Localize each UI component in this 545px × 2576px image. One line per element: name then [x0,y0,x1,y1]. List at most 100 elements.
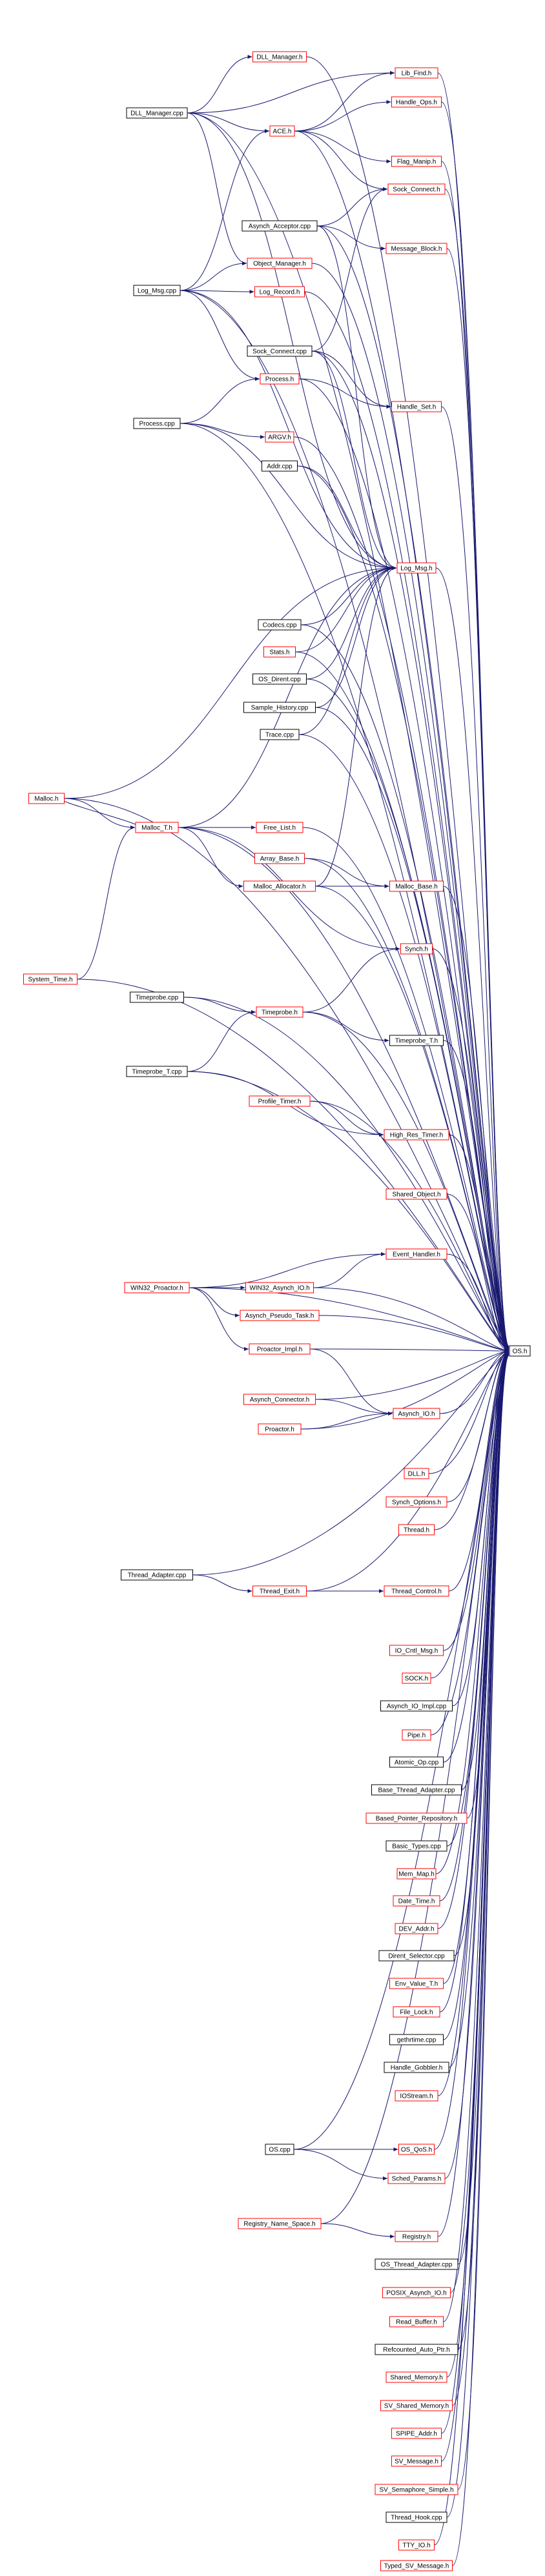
node-log-record-h[interactable]: Log_Record.h [254,286,305,298]
node-proactor-h[interactable]: Proactor.h [258,1423,302,1435]
node-sock-connect-cpp[interactable]: Sock_Connect.cpp [247,345,313,357]
edge-malloc-h-to-log-msg-h [64,566,397,799]
node-pipe-h[interactable]: Pipe.h [402,1729,431,1741]
node-flag-manip-h[interactable]: Flag_Manip.h [391,156,442,167]
node-event-handler-h[interactable]: Event_Handler.h [386,1248,447,1260]
node-label: Trace.cpp [265,732,294,739]
node-shared-memory-h[interactable]: Shared_Memory.h [386,2371,447,2383]
node-proactor-impl-h[interactable]: Proactor_Impl.h [249,1343,311,1355]
node-handle-gobbler-h[interactable]: Handle_Gobbler.h [384,2062,449,2073]
node-spipe-addr-h[interactable]: SPIPE_Addr.h [391,2428,442,2439]
node-ace-h[interactable]: ACE.h [269,125,295,137]
node-asynch-pseudo-task-h[interactable]: Asynch_Pseudo_Task.h [240,1310,320,1321]
node-refcounted-auto-ptr-h[interactable]: Refcounted_Auto_Ptr.h [375,2344,458,2355]
node-sock-connect-h[interactable]: Sock_Connect.h [387,183,446,195]
node-log-msg-h[interactable]: Log_Msg.h [396,562,437,574]
node-basic-types-cpp[interactable]: Basic_Types.cpp [386,1840,447,1852]
node-thread-h[interactable]: Thread.h [398,1524,435,1536]
node-sample-history-cpp[interactable]: Sample_History.cpp [243,702,316,713]
node-log-msg-cpp[interactable]: Log_Msg.cpp [133,285,181,296]
node-os-dirent-cpp[interactable]: OS_Dirent.cpp [252,673,307,685]
node-os-qos-h[interactable]: OS_QoS.h [398,2144,435,2155]
node-asynch-io-h[interactable]: Asynch_IO.h [393,1408,440,1419]
node-atomic-op-cpp[interactable]: Atomic_Op.cpp [389,1756,444,1768]
node-malloc-base-h[interactable]: Malloc_Base.h [389,880,444,892]
node-box [269,125,295,137]
node-registry-name-space-h[interactable]: Registry_Name_Space.h [238,2218,322,2229]
node-based-pointer-repository-h[interactable]: Based_Pointer_Repository.h [365,1812,468,1824]
node-handle-set-h[interactable]: Handle_Set.h [391,401,442,412]
node-os-cpp[interactable]: OS.cpp [265,2144,294,2155]
node-array-base-h[interactable]: Array_Base.h [254,853,305,864]
edge-thread-adapter-cpp-to-thread-exit-h [192,1574,252,1593]
node-root-os-h[interactable]: OS.h [509,1345,531,1357]
node-handle-ops-h[interactable]: Handle_Ops.h [391,96,442,108]
node-label: Sock_Connect.h [393,187,440,194]
node-process-h[interactable]: Process.h [260,373,300,385]
node-thread-exit-h[interactable]: Thread_Exit.h [252,1585,307,1597]
node-dirent-selector-cpp[interactable]: Dirent_Selector.cpp [378,1950,455,1962]
node-tty-io-h[interactable]: TTY_IO.h [398,2539,435,2551]
node-posix-asynch-io-h[interactable]: POSIX_Asynch_IO.h [382,2287,451,2298]
node-system-time-h[interactable]: System_Time.h [23,973,77,985]
node-thread-control-h[interactable]: Thread_Control.h [384,1585,449,1597]
node-sock-h[interactable]: SOCK.h [402,1672,431,1684]
node-malloc-t-h[interactable]: Malloc_T.h [135,822,179,833]
node-box [256,822,303,833]
node-synch-h[interactable]: Synch.h [400,943,433,955]
node-base-thread-adapter-cpp[interactable]: Base_Thread_Adapter.cpp [371,1784,462,1796]
node-sv-semaphore-simple-h[interactable]: SV_Semaphore_Simple.h [375,2484,458,2495]
node-process-cpp[interactable]: Process.cpp [133,418,181,429]
node-dll-manager-h[interactable]: DLL_Manager.h [252,51,307,63]
node-malloc-h[interactable]: Malloc.h [28,793,65,804]
node-message-block-h[interactable]: Message_Block.h [386,243,447,254]
node-file-lock-h[interactable]: File_Lock.h [393,2006,440,2018]
node-dll-manager-cpp[interactable]: DLL_Manager.cpp [126,107,188,119]
node-timeprobe-h[interactable]: Timeprobe.h [256,1006,303,1018]
node-gethrtime-cpp[interactable]: gethrtime.cpp [389,2034,444,2045]
node-asynch-acceptor-cpp[interactable]: Asynch_Acceptor.cpp [242,220,318,232]
node-timeprobe-cpp[interactable]: Timeprobe.cpp [130,991,184,1003]
node-thread-hook-cpp[interactable]: Thread_Hook.cpp [386,2511,447,2523]
node-asynch-io-impl-cpp[interactable]: Asynch_IO_Impl.cpp [380,1700,453,1712]
node-object-manager-h[interactable]: Object_Manager.h [247,258,313,269]
node-malloc-allocator-h[interactable]: Malloc_Allocator.h [243,880,316,892]
node-sv-message-h[interactable]: SV_Message.h [391,2455,442,2467]
node-synch-options-h[interactable]: Synch_Options.h [386,1496,447,1508]
node-date-time-h[interactable]: Date_Time.h [393,1895,440,1907]
node-env-value-t-h[interactable]: Env_Value_T.h [389,1978,444,1989]
edge-timeprobe-t-cpp-to-timeprobe-h [187,1010,256,1072]
node-dll-h[interactable]: DLL.h [404,1468,429,1479]
node-registry-h[interactable]: Registry.h [395,2231,438,2242]
node-win32-asynch-io-h[interactable]: WIN32_Asynch_IO.h [245,1282,314,1293]
node-free-list-h[interactable]: Free_List.h [256,822,303,833]
edge-log-msg-h-to-os-h [435,567,509,1350]
node-io-cntl-msg-h[interactable]: IO_Cntl_Msg.h [389,1645,444,1656]
node-trace-cpp[interactable]: Trace.cpp [260,729,300,740]
node-box [396,562,437,574]
node-sched-params-h[interactable]: Sched_Params.h [387,2173,446,2184]
node-codecs-cpp[interactable]: Codecs.cpp [258,619,302,631]
node-label: ARGV.h [268,434,291,441]
node-read-buffer-h[interactable]: Read_Buffer.h [389,2316,444,2328]
node-argv-h[interactable]: ARGV.h [265,431,294,443]
node-high-res-timer-h[interactable]: High_Res_Timer.h [384,1129,449,1141]
node-iostream-h[interactable]: IOStream.h [395,2090,438,2102]
node-timeprobe-t-cpp[interactable]: Timeprobe_T.cpp [126,1066,188,1077]
node-stats-h[interactable]: Stats.h [263,646,296,658]
node-lib-find-h[interactable]: Lib_Find.h [395,67,438,79]
node-os-thread-adapter-cpp[interactable]: OS_Thread_Adapter.cpp [375,2258,458,2270]
node-timeprobe-t-h[interactable]: Timeprobe_T.h [389,1035,444,1046]
node-typed-sv-message-h[interactable]: Typed_SV_Message.h [380,2560,453,2571]
node-mem-map-h[interactable]: Mem_Map.h [396,1868,437,1880]
edge-os-cpp-to-os-h [293,1352,509,2150]
node-shared-object-h[interactable]: Shared_Object.h [386,1188,447,1200]
node-dev-addr-h[interactable]: DEV_Addr.h [395,1923,438,1934]
node-label: Registry_Name_Space.h [243,2221,315,2228]
node-win32-proactor-h[interactable]: WIN32_Proactor.h [124,1282,190,1293]
node-sv-shared-memory-h[interactable]: SV_Shared_Memory.h [380,2400,453,2411]
node-profile-timer-h[interactable]: Profile_Timer.h [249,1095,311,1107]
node-thread-adapter-cpp[interactable]: Thread_Adapter.cpp [121,1569,193,1581]
node-addr-cpp[interactable]: Addr.cpp [262,460,298,472]
node-asynch-connector-h[interactable]: Asynch_Connector.h [243,1394,316,1405]
